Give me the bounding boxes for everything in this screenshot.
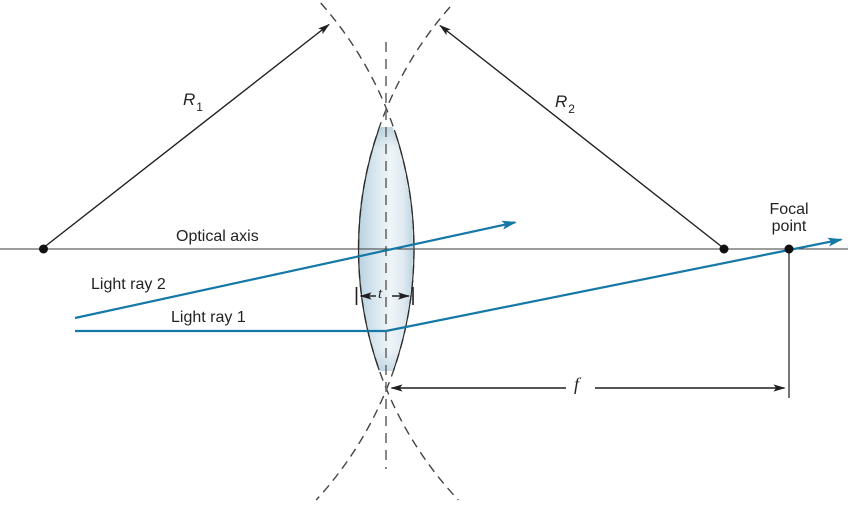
focal-point-label-line1: Focal: [769, 201, 809, 218]
lens-outline-right: [393, 129, 415, 371]
light-ray-2-label: Light ray 2: [91, 276, 166, 293]
focal-point-dot: [784, 244, 794, 254]
r2-symbol: R: [555, 92, 568, 111]
r2-subscript: 2: [568, 102, 575, 117]
focal-point-label-line2: point: [771, 218, 807, 235]
r2-label: R2: [555, 92, 575, 117]
focal-length-label: f: [574, 374, 580, 394]
r2-radius-arrow: [439, 24, 722, 248]
r1-label: R1: [183, 90, 203, 115]
focal-point-label: Focal point: [752, 201, 826, 235]
r1-subscript: 1: [196, 100, 203, 115]
light-ray-1-line: [75, 237, 843, 333]
lens-outline-left: [357, 129, 380, 371]
optical-axis-label: Optical axis: [176, 228, 259, 245]
light-ray-2-line: [74, 220, 517, 320]
center-of-curvature-1-dot: [39, 244, 48, 254]
r1-radius-arrow: [44, 23, 330, 248]
center-of-curvature-2-dot: [719, 244, 729, 254]
r1-symbol: R: [183, 90, 196, 109]
light-ray-1-label: Light ray 1: [171, 309, 246, 326]
thickness-label: t: [378, 286, 383, 302]
